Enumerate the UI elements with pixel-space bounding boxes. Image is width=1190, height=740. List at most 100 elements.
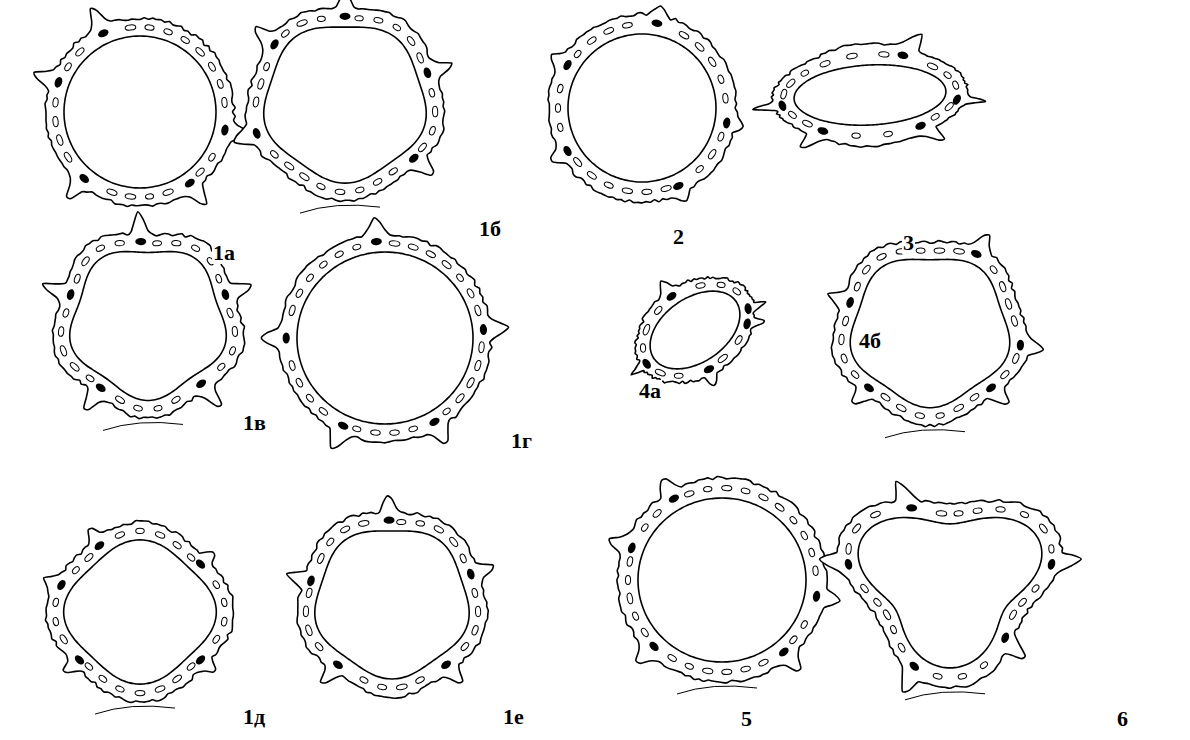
dark-strand	[667, 493, 680, 505]
dark-strand	[194, 654, 207, 667]
canal	[59, 345, 68, 357]
canal	[428, 126, 436, 136]
canal	[296, 19, 308, 28]
canal	[622, 22, 633, 29]
canal	[221, 598, 228, 607]
canal	[838, 334, 844, 345]
dark-strand	[466, 568, 476, 581]
figure-number: 6	[1116, 708, 1129, 730]
canal	[355, 16, 364, 21]
canal	[358, 520, 369, 527]
inner-cavity	[638, 498, 806, 662]
canal	[973, 508, 983, 514]
canal	[334, 250, 344, 259]
canal	[316, 553, 325, 565]
canal	[355, 186, 365, 193]
canal	[226, 307, 234, 318]
canal	[695, 282, 705, 289]
canal	[707, 148, 717, 160]
canal	[800, 69, 810, 77]
dark-strand	[251, 127, 262, 140]
canal	[758, 493, 769, 502]
canal	[840, 353, 848, 363]
canal	[1038, 523, 1048, 534]
stem-section	[34, 8, 251, 206]
canal	[216, 362, 226, 371]
canal	[316, 182, 326, 190]
canal	[229, 346, 237, 356]
canal	[388, 167, 399, 177]
canal	[162, 188, 174, 196]
canal	[232, 326, 238, 336]
canal	[377, 683, 387, 690]
canal	[788, 635, 798, 645]
canal	[872, 597, 882, 607]
canal	[416, 520, 425, 527]
dark-strand	[817, 126, 830, 136]
inner-cavity	[64, 36, 216, 188]
canal	[707, 56, 717, 68]
canal	[133, 405, 143, 412]
canal	[684, 662, 694, 670]
canal	[212, 634, 221, 644]
canal	[98, 674, 108, 684]
stem-section	[234, 0, 452, 213]
canal	[326, 537, 336, 547]
canal	[58, 326, 64, 336]
substrate-line	[885, 430, 965, 438]
canal	[221, 97, 227, 107]
outer-outline	[609, 477, 840, 683]
canal	[1031, 584, 1040, 594]
canal	[998, 281, 1007, 293]
canal	[415, 676, 426, 685]
canal	[71, 565, 80, 574]
canal	[642, 189, 652, 195]
outer-outline	[753, 34, 985, 147]
canal	[879, 51, 890, 57]
dark-strand	[844, 558, 854, 571]
canal	[115, 240, 125, 246]
dark-strand	[220, 288, 230, 301]
dark-strand	[479, 324, 487, 336]
dark-strand	[812, 590, 821, 602]
dark-strand	[220, 124, 229, 136]
dark-strand	[283, 332, 290, 343]
canal	[459, 553, 467, 563]
inner-cavity	[264, 27, 427, 183]
inner-cavity	[794, 65, 946, 125]
canal	[859, 583, 869, 594]
canal	[471, 588, 478, 598]
canal	[186, 661, 196, 671]
canal	[397, 519, 406, 524]
dark-strand	[53, 76, 64, 89]
canal	[933, 673, 943, 680]
canal	[417, 142, 428, 153]
canal	[717, 74, 725, 84]
canal	[52, 617, 59, 626]
canal	[295, 377, 304, 388]
dark-strand	[702, 364, 715, 375]
dark-strand	[55, 578, 67, 591]
canal	[340, 525, 351, 534]
canal	[850, 370, 860, 380]
canal	[125, 24, 136, 30]
canal	[318, 260, 328, 269]
canal	[787, 110, 797, 120]
outer-outline	[234, 0, 452, 201]
canal	[84, 662, 94, 672]
dark-strand	[66, 288, 76, 301]
canal	[153, 405, 162, 412]
stem-section	[631, 277, 766, 386]
canal	[996, 507, 1006, 513]
stem-section	[828, 235, 1043, 438]
inner-cavity	[650, 291, 740, 369]
canal	[678, 30, 690, 40]
canal	[1011, 353, 1020, 365]
dark-strand	[984, 382, 997, 394]
canal	[927, 62, 939, 71]
canal	[95, 244, 105, 253]
substrate-line	[95, 706, 175, 714]
canal	[622, 187, 633, 194]
outer-outline	[548, 6, 743, 203]
dark-strand	[845, 296, 855, 309]
